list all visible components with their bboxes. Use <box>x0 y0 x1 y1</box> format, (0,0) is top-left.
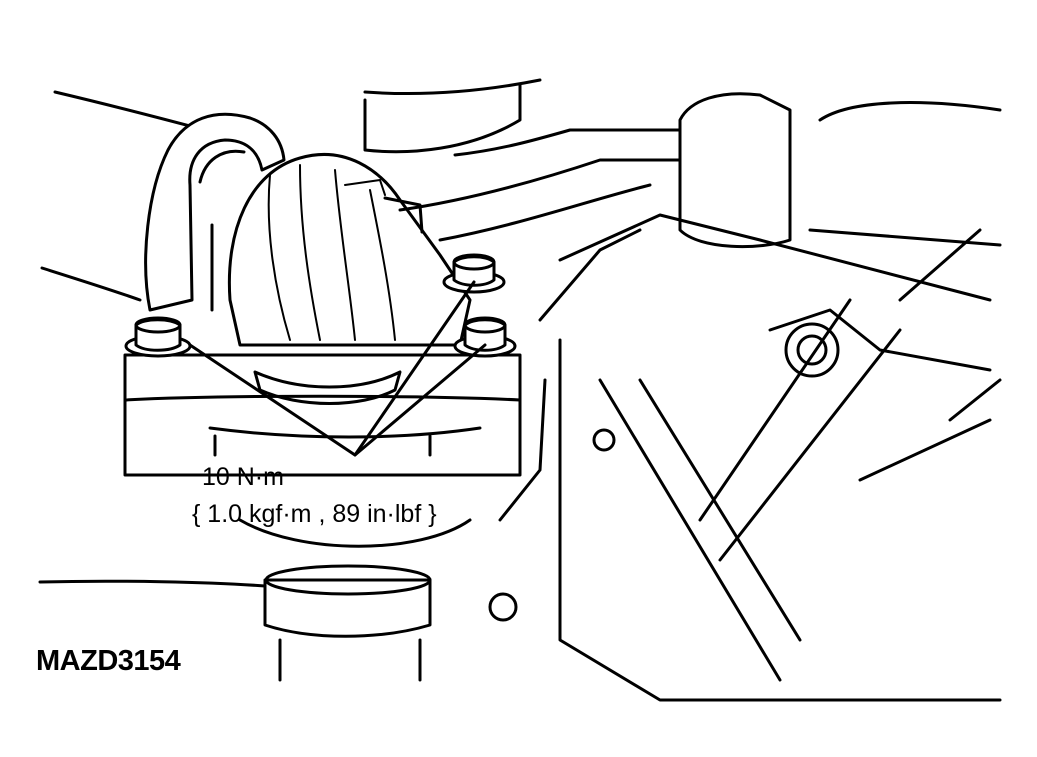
bolt-right-front <box>453 316 517 358</box>
water-outlet-flange <box>123 353 522 548</box>
torque-leader-lines <box>188 280 487 457</box>
bolt-left <box>124 316 192 358</box>
thermostat-cover <box>227 153 472 347</box>
bolt-right-rear <box>442 253 506 294</box>
lower-hose <box>38 564 432 682</box>
torque-spec-alternate: { 1.0 kgf·m , 89 in·lbf } <box>192 500 437 528</box>
engine-housing <box>363 78 1002 702</box>
figure-code: MAZD3154 <box>36 645 181 677</box>
torque-spec-primary: 10 N·m <box>202 463 284 491</box>
upper-hose <box>40 90 286 312</box>
